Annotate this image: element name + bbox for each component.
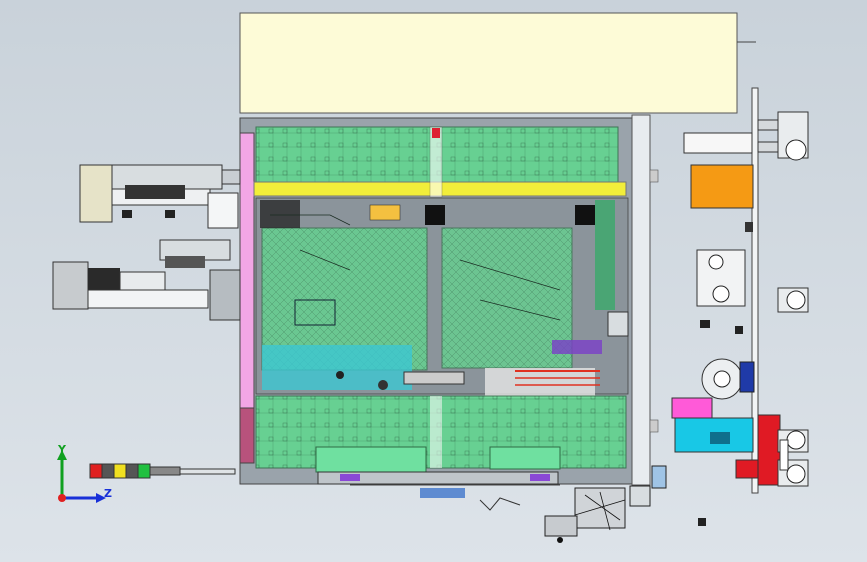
upper-green-cover[interactable] [253,126,627,198]
right-equipment[interactable] [671,87,781,494]
caster-wheels[interactable] [757,111,809,487]
lower-left-actuator[interactable] [52,239,241,321]
axis-y-label: Y [57,443,67,456]
signal-tower[interactable] [89,463,236,479]
lower-green-cover[interactable] [255,395,627,473]
mechanism-zone[interactable] [255,197,629,398]
bottom-rail[interactable] [317,471,560,511]
pink-side-plate[interactable] [239,132,255,464]
axis-triad: Y Z [57,443,112,503]
upper-left-actuator[interactable] [79,164,241,229]
top-cover-panel[interactable] [239,12,756,114]
axis-z-label: Z [104,487,112,500]
gripper-cluster[interactable] [544,465,706,543]
